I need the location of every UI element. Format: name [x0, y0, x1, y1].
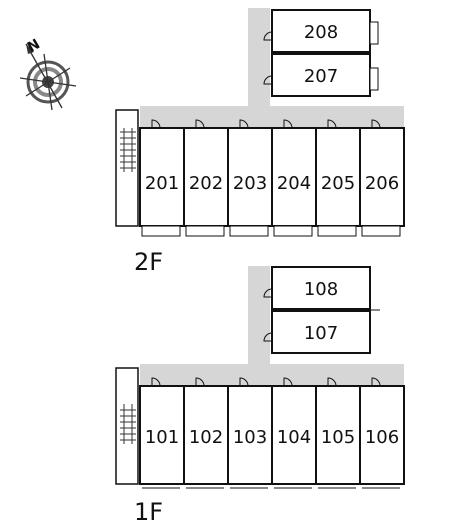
stair-1f — [115, 367, 139, 485]
unit-label-208: 208 — [304, 22, 338, 43]
unit-label-105: 105 — [321, 427, 355, 448]
unit-label-101: 101 — [145, 427, 179, 448]
unit-label-203: 203 — [233, 173, 267, 194]
unit-208-box — [271, 9, 371, 53]
unit-label-106: 106 — [365, 427, 399, 448]
corridor-1f — [140, 266, 404, 386]
unit-label-108: 108 — [304, 279, 338, 300]
floor-2f: 208 207 201 202 203 204 205 206 2F — [115, 8, 405, 276]
compass-rose-icon — [19, 43, 77, 111]
unit-label-104: 104 — [277, 427, 311, 448]
unit-107-box — [271, 310, 371, 354]
floor-label-1f: 1F — [134, 498, 163, 526]
unit-label-201: 201 — [145, 173, 179, 194]
floor-label-2f: 2F — [134, 248, 163, 276]
unit-108-box — [271, 266, 371, 310]
unit-label-206: 206 — [365, 173, 399, 194]
floor-1f: 108 107 101 102 103 104 105 106 1F — [115, 266, 405, 526]
unit-label-204: 204 — [277, 173, 311, 194]
unit-label-205: 205 — [321, 173, 355, 194]
unit-label-107: 107 — [304, 323, 338, 344]
unit-label-207: 207 — [304, 66, 338, 87]
compass-north-label: N — [25, 36, 43, 56]
unit-label-103: 103 — [233, 427, 267, 448]
unit-label-102: 102 — [189, 427, 223, 448]
corridor-2f — [140, 8, 404, 128]
unit-label-202: 202 — [189, 173, 223, 194]
